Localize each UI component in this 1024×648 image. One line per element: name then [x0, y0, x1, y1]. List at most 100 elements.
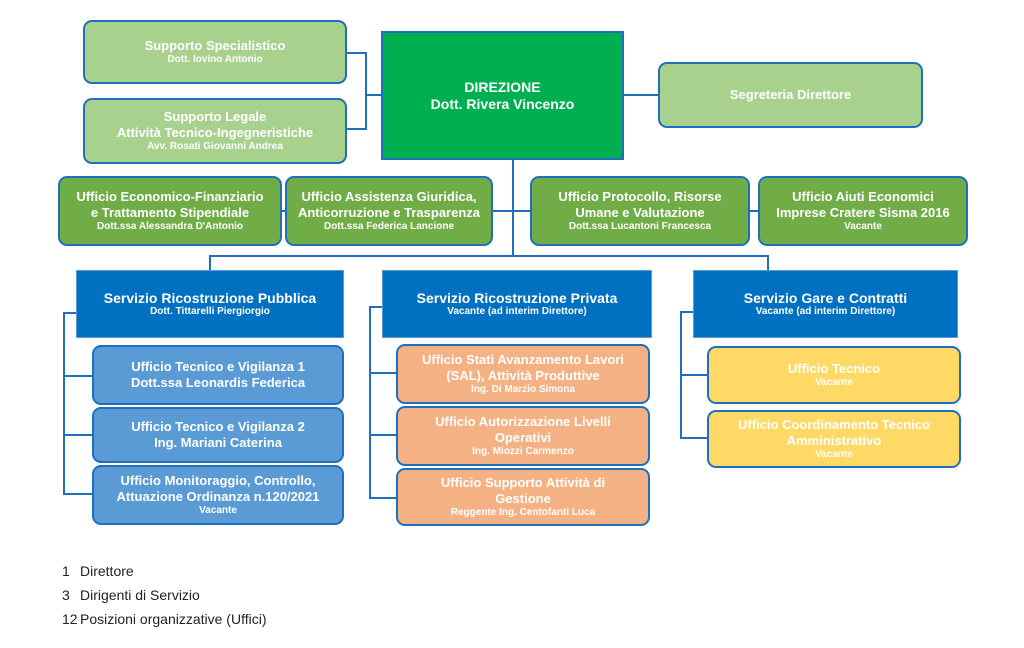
node-supporto-specialistico[interactable]: Supporto Specialistico Dott. Iovino Anto…	[83, 20, 347, 84]
node-ufficio-tecnico[interactable]: Ufficio Tecnico Vacante	[707, 346, 961, 404]
node-title: Segreteria Direttore	[729, 87, 852, 103]
node-person: Dott. Iovino Antonio	[167, 53, 263, 65]
node-title: Ufficio Assistenza Giuridica,	[301, 189, 477, 205]
node-title-line2: e Trattamento Stipendiale	[90, 205, 250, 220]
node-ufficio-economico-finanziario[interactable]: Ufficio Economico-Finanziario e Trattame…	[58, 176, 282, 246]
connector	[63, 434, 93, 436]
node-title-line2: Imprese Cratere Sisma 2016	[776, 205, 950, 220]
node-title: Ufficio Stati Avanzamento Lavori	[421, 352, 624, 368]
node-servizio-ricostruzione-privata[interactable]: Servizio Ricostruzione Privata Vacante (…	[382, 270, 652, 338]
node-person: Dott. Tittarelli Piergiorgio	[150, 306, 270, 318]
connector	[365, 52, 367, 130]
node-person: Dott.ssa Alessandra D'Antonio	[97, 220, 243, 232]
node-title-line2: Operativi	[494, 430, 552, 445]
node-person: Vacante	[815, 376, 853, 388]
connector	[767, 255, 769, 281]
node-title: Ufficio Protocollo, Risorse	[558, 189, 722, 205]
node-person: Ing. Mariani Caterina	[154, 435, 282, 450]
summary-label: Posizioni organizzative (Uffici)	[80, 611, 267, 627]
node-title: Ufficio Tecnico e Vigilanza 1	[131, 359, 305, 375]
connector	[369, 497, 397, 499]
node-title: Ufficio Tecnico e Vigilanza 2	[131, 419, 305, 435]
node-person: Dott.ssa Federica Lancione	[323, 220, 455, 232]
node-direzione[interactable]: DIREZIONE Dott. Rivera Vincenzo	[381, 31, 624, 160]
node-title: Servizio Gare e Contratti	[743, 289, 908, 306]
node-ufficio-aiuti-economici[interactable]: Ufficio Aiuti Economici Imprese Cratere …	[758, 176, 968, 246]
node-title-line2: Umane e Valutazione	[575, 205, 705, 220]
node-title-line2: Attuazione Ordinanza n.120/2021	[116, 489, 320, 504]
node-title-line2: Attività Tecnico-Ingegneristiche	[116, 125, 314, 140]
connector	[369, 372, 397, 374]
node-title-line2: Amministrativo	[786, 433, 882, 448]
connector	[365, 94, 383, 96]
connector	[63, 312, 77, 314]
connector	[369, 306, 383, 308]
connector	[209, 255, 211, 281]
node-title: Supporto Specialistico	[144, 38, 286, 54]
node-ufficio-tecnico-vigilanza-2[interactable]: Ufficio Tecnico e Vigilanza 2 Ing. Maria…	[92, 407, 344, 463]
connector	[369, 306, 371, 498]
node-title: Ufficio Aiuti Economici	[792, 189, 934, 205]
node-ufficio-tecnico-vigilanza-1[interactable]: Ufficio Tecnico e Vigilanza 1 Dott.ssa L…	[92, 345, 344, 405]
connector	[63, 375, 93, 377]
node-person: Dott. Rivera Vincenzo	[430, 95, 575, 112]
node-person: Reggente Ing. Centofanti Luca	[450, 506, 596, 518]
connector	[512, 158, 514, 256]
node-title: Ufficio Economico-Finanziario	[76, 189, 264, 205]
node-person: Dott.ssa Leonardis Federica	[130, 375, 306, 390]
connector	[680, 311, 694, 313]
node-person: Vacante (ad interim Direttore)	[447, 306, 587, 318]
connector	[63, 493, 93, 495]
node-ufficio-coordinamento-tecnico[interactable]: Ufficio Coordinamento Tecnico Amministra…	[707, 410, 961, 468]
node-ufficio-sal[interactable]: Ufficio Stati Avanzamento Lavori (SAL), …	[396, 344, 650, 404]
connector	[680, 437, 708, 439]
node-ufficio-supporto-gestione[interactable]: Ufficio Supporto Attività di Gestione Re…	[396, 468, 650, 526]
node-person: Vacante	[844, 220, 882, 232]
node-person: Vacante	[815, 448, 853, 460]
node-ufficio-autorizzazione-livelli[interactable]: Ufficio Autorizzazione Livelli Operativi…	[396, 406, 650, 466]
node-title-line2: Gestione	[495, 491, 551, 506]
node-title: Servizio Ricostruzione Pubblica	[103, 289, 317, 306]
node-title: Ufficio Coordinamento Tecnico	[738, 417, 930, 433]
node-person: Ing. Miozzi Carmenzo	[472, 445, 574, 457]
node-segreteria-direttore[interactable]: Segreteria Direttore	[658, 62, 923, 128]
node-person: Ing. Di Marzio Simona	[471, 383, 575, 395]
connector	[345, 128, 367, 130]
connector	[63, 312, 65, 494]
connector	[749, 210, 759, 212]
summary-line-direttore: 1 Direttore	[62, 563, 134, 579]
summary-label: Dirigenti di Servizio	[80, 587, 200, 603]
node-ufficio-monitoraggio[interactable]: Ufficio Monitoraggio, Controllo, Attuazi…	[92, 465, 344, 525]
node-title: Ufficio Supporto Attività di	[440, 475, 606, 491]
node-title: DIREZIONE	[464, 78, 541, 95]
connector	[369, 434, 397, 436]
node-title: Servizio Ricostruzione Privata	[416, 289, 618, 306]
node-ufficio-protocollo[interactable]: Ufficio Protocollo, Risorse Umane e Valu…	[530, 176, 750, 246]
node-servizio-gare-contratti[interactable]: Servizio Gare e Contratti Vacante (ad in…	[693, 270, 958, 338]
node-person: Vacante (ad interim Direttore)	[755, 306, 896, 318]
summary-label: Direttore	[80, 563, 134, 579]
connector	[680, 374, 708, 376]
node-person: Dott.ssa Lucantoni Francesca	[568, 220, 712, 232]
node-supporto-legale[interactable]: Supporto Legale Attività Tecnico-Ingegne…	[83, 98, 347, 164]
node-title: Ufficio Monitoraggio, Controllo,	[120, 473, 316, 489]
summary-line-dirigenti: 3 Dirigenti di Servizio	[62, 587, 200, 603]
connector	[281, 210, 287, 212]
node-title-line2: (SAL), Attività Produttive	[446, 368, 600, 383]
summary-count: 1	[62, 563, 70, 579]
node-servizio-ricostruzione-pubblica[interactable]: Servizio Ricostruzione Pubblica Dott. Ti…	[76, 270, 344, 338]
node-title: Supporto Legale	[163, 109, 267, 125]
node-person: Avv. Rosati Giovanni Andrea	[147, 140, 283, 152]
node-title: Ufficio Tecnico	[787, 361, 881, 377]
node-person: Vacante	[199, 504, 237, 516]
node-title: Ufficio Autorizzazione Livelli	[435, 414, 611, 430]
node-title-line2: Anticorruzione e Trasparenza	[297, 205, 481, 220]
connector	[623, 94, 659, 96]
summary-count: 3	[62, 587, 70, 603]
connector	[345, 52, 367, 54]
connector	[492, 210, 532, 212]
summary-count: 12	[62, 611, 78, 627]
node-ufficio-assistenza-giuridica[interactable]: Ufficio Assistenza Giuridica, Anticorruz…	[285, 176, 493, 246]
connector	[209, 255, 769, 257]
